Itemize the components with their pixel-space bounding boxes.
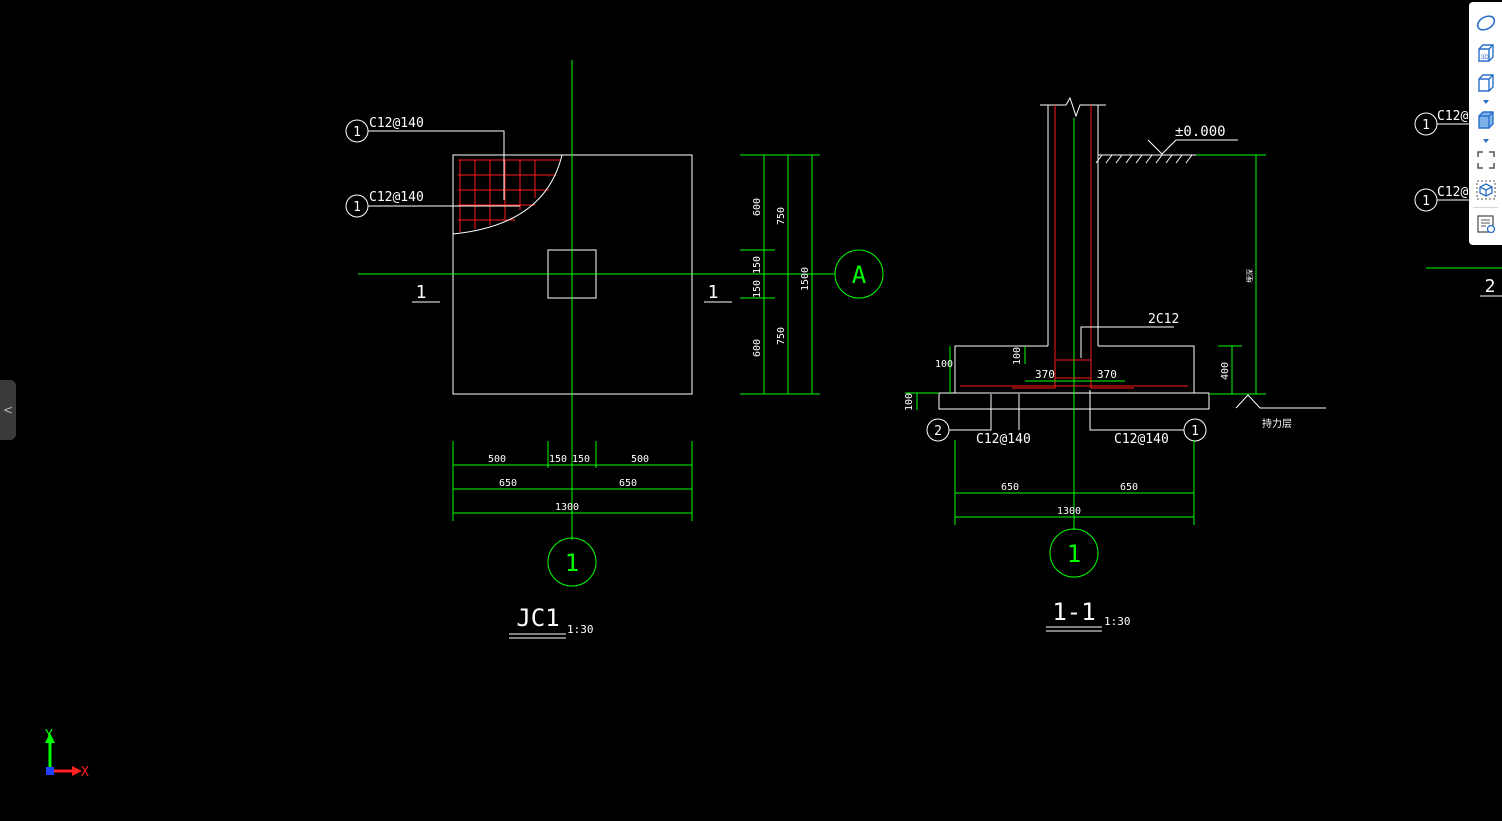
section-callout-text-left: 2 [934, 424, 942, 439]
view-cube-dropdown-icon[interactable] [1483, 100, 1489, 104]
section-title: 1-1 [1052, 598, 1095, 626]
plan-callout-text-2: 1 [353, 200, 361, 215]
plan-dims-right [740, 154, 820, 395]
right-section-mark: 2 [1485, 276, 1496, 297]
section-view [905, 96, 1326, 632]
plan-leader-1 [368, 130, 505, 200]
section-texts: ±0.000 2C12 100 100 370 370 100 400 埋深 持… [904, 124, 1292, 628]
view-toolbar: 3D [1469, 2, 1502, 245]
section-dim-650-right: 650 [1120, 482, 1138, 493]
section-dim-400: 400 [1220, 362, 1231, 380]
plan-dim-1500: 1500 [800, 267, 811, 291]
plan-dim-500-left: 500 [488, 454, 506, 465]
section-scale: 1:30 [1104, 615, 1131, 628]
section-callout-circle-right [1183, 418, 1207, 442]
toolbar-separator [1473, 207, 1498, 208]
plan-axis-bubble-1-label: 1 [565, 549, 579, 577]
plan-title: JC1 [516, 604, 559, 632]
ucs-x-label: X [81, 765, 89, 780]
plan-rebar-grid [458, 159, 560, 232]
plan-dim-650-left: 650 [499, 478, 517, 489]
right-callout-text-1: 1 [1422, 118, 1430, 133]
view-shaded-dropdown-icon[interactable] [1483, 139, 1489, 143]
plan-dim-750-top: 750 [776, 207, 787, 225]
plan-dim-1300: 1300 [555, 502, 579, 513]
ucs-y-label: Y [45, 728, 53, 743]
section-break-symbol [1040, 96, 1106, 118]
section-dim-370-left: 370 [1035, 368, 1055, 381]
plan-view [345, 60, 884, 639]
plan-dim-500-right: 500 [631, 454, 649, 465]
fullscreen-icon[interactable] [1475, 149, 1497, 171]
section-dim-1300: 1300 [1057, 506, 1081, 517]
model-box-icon[interactable] [1475, 179, 1497, 201]
orbit-icon[interactable] [1475, 12, 1497, 34]
section-dim-370-right: 370 [1097, 368, 1117, 381]
section-callout-circle-left [926, 418, 950, 442]
section-bearing-layer-label: 持力层 [1262, 417, 1292, 430]
section-leader-left [949, 394, 992, 431]
sidebar-expand-tab[interactable]: < [0, 380, 16, 440]
plan-dim-650-right: 650 [619, 478, 637, 489]
view-3d-icon[interactable]: 3D [1475, 42, 1497, 64]
view-cube-icon[interactable] [1475, 72, 1497, 94]
right-rebar-label-1: C12@1 [1437, 109, 1476, 124]
section-dim-100-inner: 100 [1012, 347, 1023, 365]
plan-section-mark-left: 1 [416, 282, 427, 303]
section-rebar-label-right: C12@140 [1114, 432, 1169, 447]
section-rebar-label-left: C12@140 [976, 432, 1031, 447]
chevron-left-icon: < [2, 403, 14, 417]
plan-callout-circle-2 [345, 194, 369, 218]
section-bearing-marker [1235, 394, 1326, 409]
plan-callout-text-1: 1 [353, 125, 361, 140]
right-rebar-label-2: C12@1 [1437, 185, 1476, 200]
section-elevation-marker [1147, 139, 1238, 155]
plan-dim-750-bot: 750 [776, 327, 787, 345]
plan-callout-circle-1 [345, 119, 369, 143]
plan-axis-bubble-1 [547, 537, 597, 587]
section-dim-height: 埋深 [1245, 269, 1254, 283]
plan-axis-bubble-a-label: A [852, 261, 867, 289]
section-axis-bubble-1 [1049, 528, 1099, 578]
section-axis-bubble-label: 1 [1067, 540, 1081, 568]
svg-text:3D: 3D [1481, 55, 1489, 61]
plan-dim-150-top: 150 [752, 256, 763, 274]
section-callout-text-right: 1 [1191, 424, 1199, 439]
plan-rebar-label-2: C12@140 [369, 190, 424, 205]
section-rebar-left [1012, 105, 1056, 389]
section-dim-100-bed: 100 [904, 393, 915, 411]
properties-icon[interactable] [1475, 213, 1497, 235]
plan-dims-bottom [452, 441, 693, 521]
plan-axis-bubble-a [834, 249, 884, 299]
section-elevation-label: ±0.000 [1175, 124, 1226, 140]
right-callout-text-2: 1 [1422, 194, 1430, 209]
section-dims-bottom [954, 440, 1195, 525]
right-partial-view [1414, 112, 1502, 297]
section-dim-100-left: 100 [935, 359, 953, 370]
plan-dim-600-bot: 600 [752, 339, 763, 357]
ucs-icon: Y X [45, 728, 89, 780]
section-rebar-right [1090, 105, 1134, 389]
section-leader-right [1089, 390, 1184, 431]
plan-texts: C12@140 C12@140 1 1 1 1 A 1 600 750 150 … [353, 116, 867, 636]
plan-scale: 1:30 [567, 623, 594, 636]
plan-dim-150-left: 150 [549, 454, 567, 465]
section-dim-650-left: 650 [1001, 482, 1019, 493]
plan-section-mark-right: 1 [708, 282, 719, 303]
plan-dim-600-top: 600 [752, 198, 763, 216]
plan-rebar-label-1: C12@140 [369, 116, 424, 131]
section-leader-2c12 [1080, 326, 1174, 358]
view-shaded-icon[interactable] [1475, 109, 1497, 131]
section-ground-hatch [1095, 154, 1193, 164]
plan-dim-150-right: 150 [572, 454, 590, 465]
plan-dim-150-bot: 150 [752, 280, 763, 298]
section-rebar-top-label: 2C12 [1148, 312, 1179, 327]
plan-break-curve [452, 154, 563, 235]
